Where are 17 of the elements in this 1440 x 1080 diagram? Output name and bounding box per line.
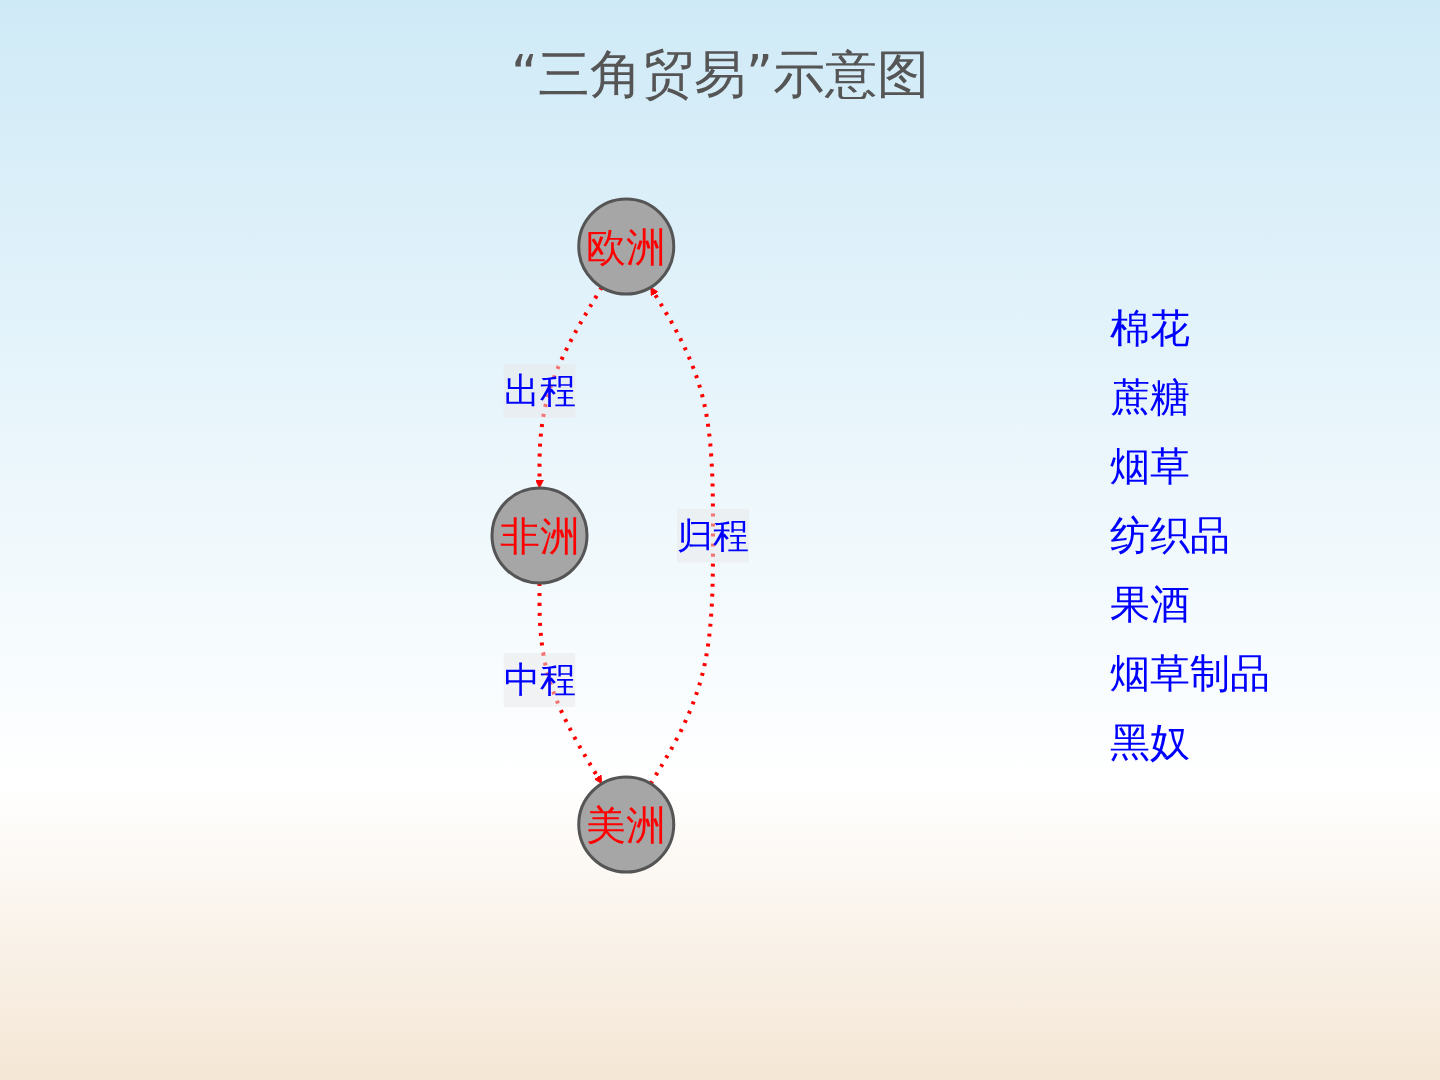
goods-label: 蔗糖: [1110, 372, 1191, 422]
edge-label: 中程: [503, 658, 575, 700]
node-circle: 美洲: [576, 775, 675, 873]
goods-label: 纺织品: [1110, 510, 1231, 560]
arrow: [534, 285, 603, 488]
goods-label: 烟草制品: [1110, 648, 1270, 698]
edge-label: 归程: [676, 514, 749, 555]
goods-label: 烟草: [1110, 441, 1191, 491]
edge-label: 出程: [503, 369, 575, 411]
node-circle: 欧洲: [576, 197, 675, 295]
goods-label: 果酒: [1110, 579, 1191, 629]
arrow: [537, 582, 602, 784]
title: “三角贸易”示意图: [510, 43, 930, 106]
goods-label: 棉花: [1110, 303, 1191, 353]
arrow: [648, 286, 715, 785]
node-circle: 非洲: [490, 486, 588, 584]
goods-label: 黑奴: [1110, 717, 1191, 767]
